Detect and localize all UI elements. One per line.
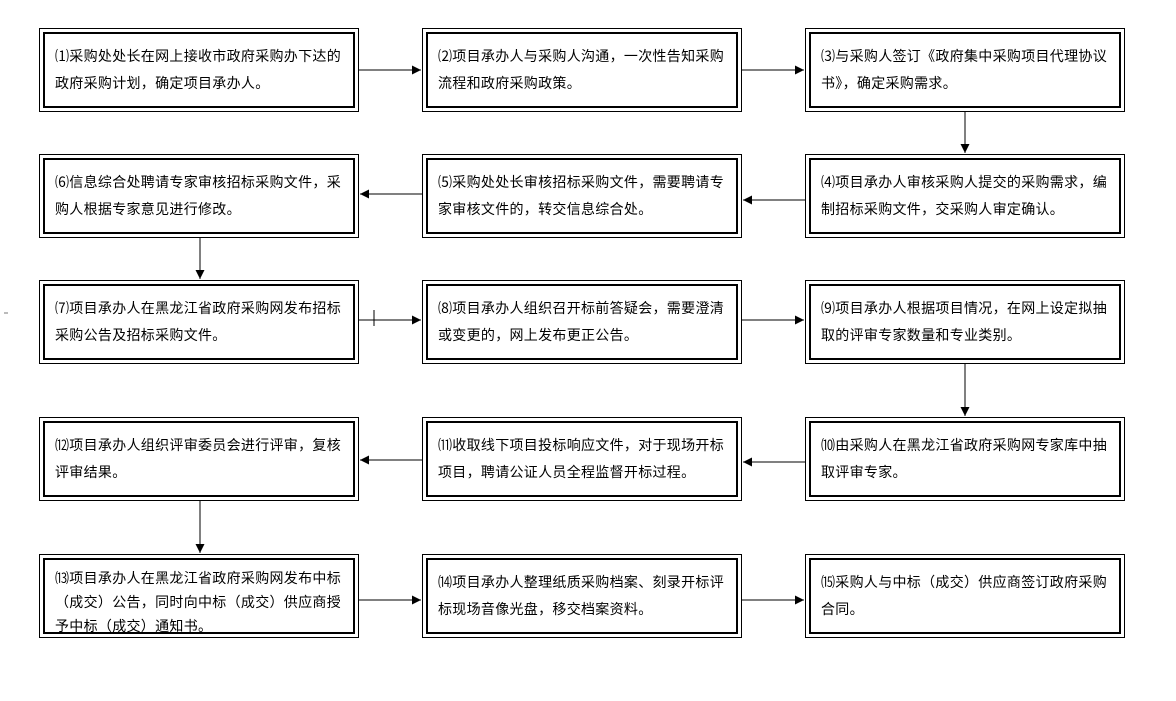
step-4-box: ⑷项目承办人审核采购人提交的采购需求，编制招标采购文件，交采购人审定确认。 <box>805 154 1125 238</box>
step-13-text: ⒀项目承办人在黑龙江省政府采购网发布中标（成交）公告，同时向中标（成交）供应商授… <box>43 558 355 634</box>
step-14-text: ⒁项目承办人整理纸质采购档案、刻录开标评标现场音像光盘，移交档案资料。 <box>426 558 738 634</box>
step-1-box: ⑴采购处处长在网上接收市政府采购办下达的政府采购计划，确定项目承办人。 <box>39 28 359 112</box>
step-4-text: ⑷项目承办人审核采购人提交的采购需求，编制招标采购文件，交采购人审定确认。 <box>809 158 1121 234</box>
step-5-box: ⑸采购处处长审核招标采购文件，需要聘请专家审核文件的，转交信息综合处。 <box>422 154 742 238</box>
step-3-box: ⑶与采购人签订《政府集中采购项目代理协议书》，确定采购需求。 <box>805 28 1125 112</box>
stray-mark <box>4 312 8 314</box>
step-3-text: ⑶与采购人签订《政府集中采购项目代理协议书》，确定采购需求。 <box>809 32 1121 108</box>
step-2-box: ⑵项目承办人与采购人沟通，一次性告知采购流程和政府采购政策。 <box>422 28 742 112</box>
step-12-box: ⑿项目承办人组织评审委员会进行评审，复核评审结果。 <box>39 417 359 501</box>
step-12-text: ⑿项目承办人组织评审委员会进行评审，复核评审结果。 <box>43 421 355 497</box>
step-2-text: ⑵项目承办人与采购人沟通，一次性告知采购流程和政府采购政策。 <box>426 32 738 108</box>
step-15-box: ⒂采购人与中标（成交）供应商签订政府采购合同。 <box>805 554 1125 638</box>
step-8-box: ⑻项目承办人组织召开标前答疑会，需要澄清或变更的，网上发布更正公告。 <box>422 280 742 364</box>
step-10-text: ⑽由采购人在黑龙江省政府采购网专家库中抽取评审专家。 <box>809 421 1121 497</box>
step-10-box: ⑽由采购人在黑龙江省政府采购网专家库中抽取评审专家。 <box>805 417 1125 501</box>
step-14-box: ⒁项目承办人整理纸质采购档案、刻录开标评标现场音像光盘，移交档案资料。 <box>422 554 742 638</box>
step-7-box: ⑺项目承办人在黑龙江省政府采购网发布招标采购公告及招标采购文件。 <box>39 280 359 364</box>
step-15-text: ⒂采购人与中标（成交）供应商签订政府采购合同。 <box>809 558 1121 634</box>
step-5-text: ⑸采购处处长审核招标采购文件，需要聘请专家审核文件的，转交信息综合处。 <box>426 158 738 234</box>
step-8-text: ⑻项目承办人组织召开标前答疑会，需要澄清或变更的，网上发布更正公告。 <box>426 284 738 360</box>
step-7-text: ⑺项目承办人在黑龙江省政府采购网发布招标采购公告及招标采购文件。 <box>43 284 355 360</box>
step-13-box: ⒀项目承办人在黑龙江省政府采购网发布中标（成交）公告，同时向中标（成交）供应商授… <box>39 554 359 638</box>
step-6-box: ⑹信息综合处聘请专家审核招标采购文件，采购人根据专家意见进行修改。 <box>39 154 359 238</box>
step-11-box: ⑾收取线下项目投标响应文件，对于现场开标项目，聘请公证人员全程监督开标过程。 <box>422 417 742 501</box>
step-9-box: ⑼项目承办人根据项目情况，在网上设定拟抽取的评审专家数量和专业类别。 <box>805 280 1125 364</box>
step-9-text: ⑼项目承办人根据项目情况，在网上设定拟抽取的评审专家数量和专业类别。 <box>809 284 1121 360</box>
step-1-text: ⑴采购处处长在网上接收市政府采购办下达的政府采购计划，确定项目承办人。 <box>43 32 355 108</box>
step-6-text: ⑹信息综合处聘请专家审核招标采购文件，采购人根据专家意见进行修改。 <box>43 158 355 234</box>
step-11-text: ⑾收取线下项目投标响应文件，对于现场开标项目，聘请公证人员全程监督开标过程。 <box>426 421 738 497</box>
